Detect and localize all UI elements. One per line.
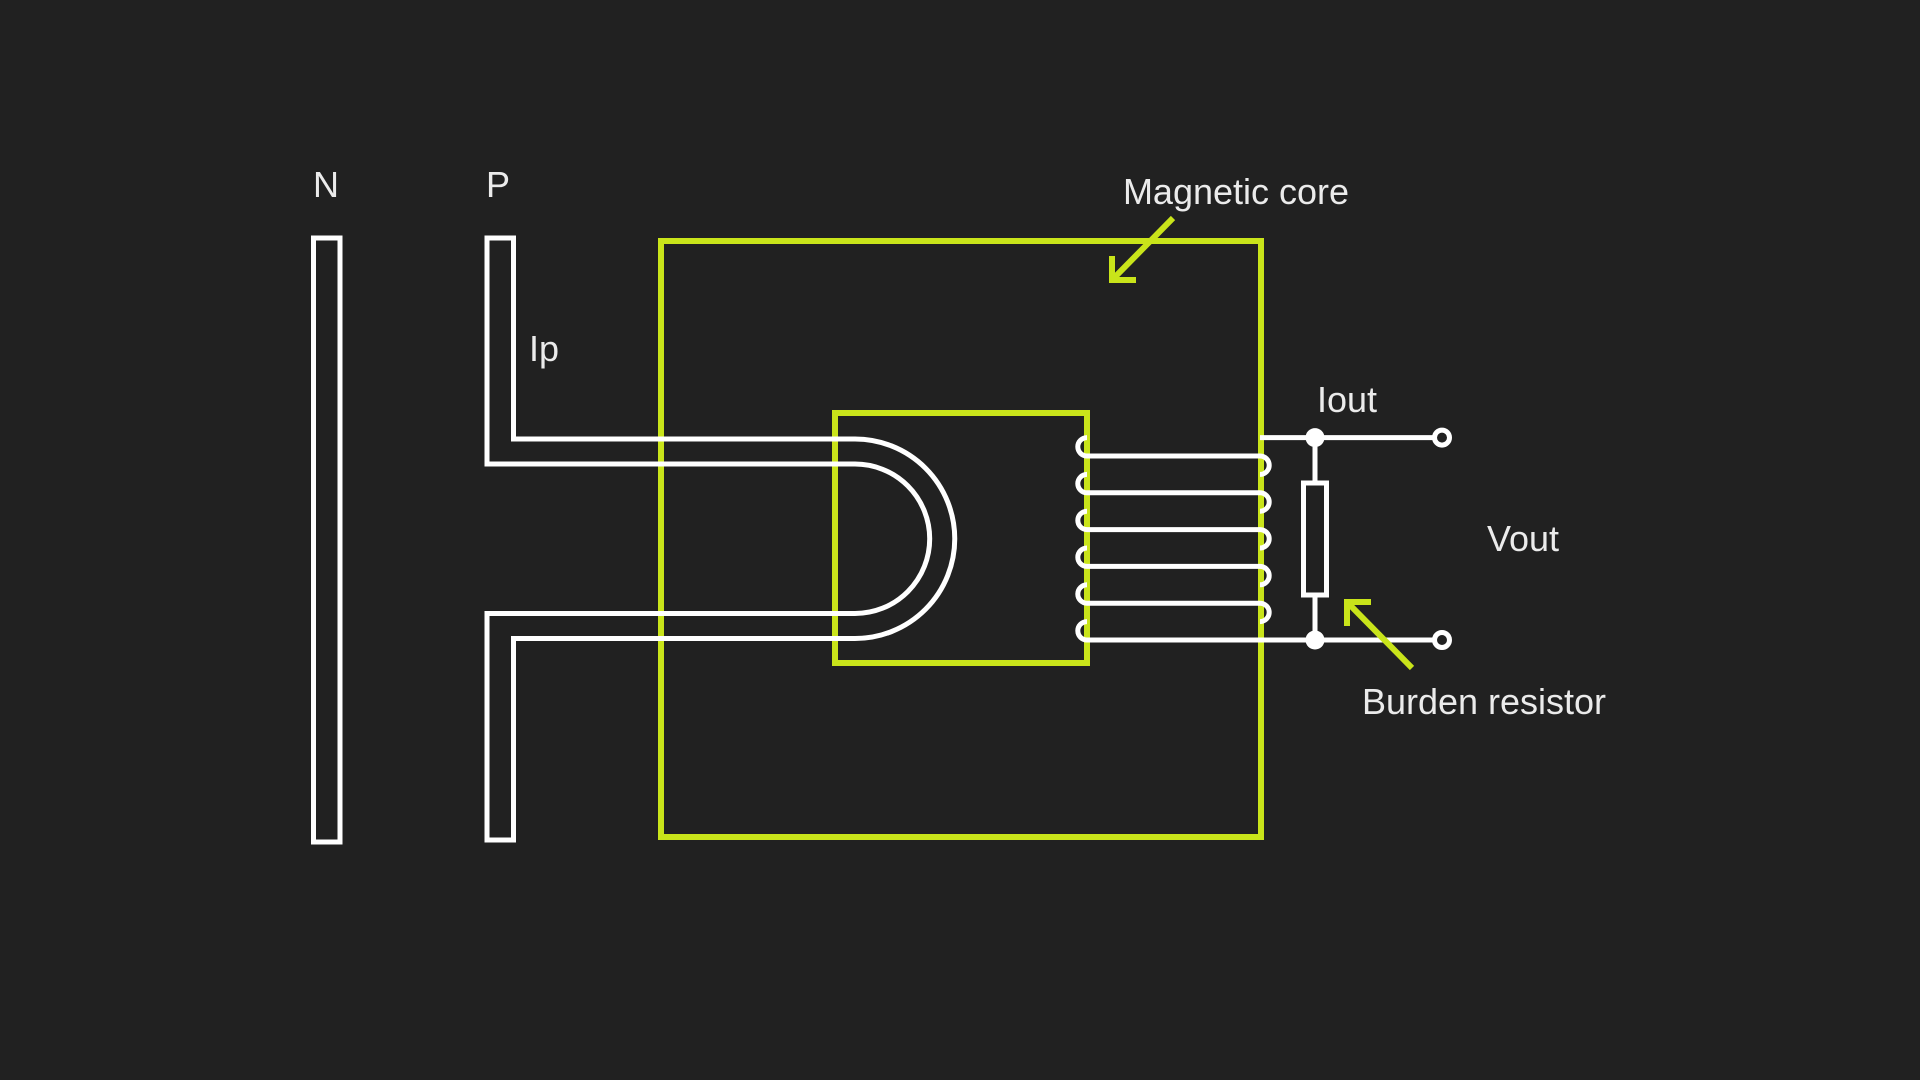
burden-resistor-arrow-shaft <box>1344 599 1415 671</box>
winding-left-arcs <box>1075 435 1088 643</box>
label-magnetic-core: Magnetic core <box>1123 171 1349 212</box>
burden-resistor-symbol <box>1301 437 1329 640</box>
magnetic-core-inner-outline <box>832 410 1090 666</box>
magnetic-core-arrow-icon <box>1109 215 1176 283</box>
label-vout: Vout <box>1487 518 1559 559</box>
junction-dot-top <box>1305 428 1325 448</box>
junction-dot-bottom <box>1305 630 1325 650</box>
primary-conductor <box>484 235 958 843</box>
magnetic-core-outline <box>658 238 1264 840</box>
burden-resistor-arrow-icon <box>1344 599 1415 671</box>
label-n: N <box>313 164 339 205</box>
label-iout: Iout <box>1317 379 1377 420</box>
terminal-bottom <box>1432 630 1452 650</box>
terminal-top <box>1432 427 1452 448</box>
secondary-winding <box>1075 435 1442 643</box>
resistor-body <box>1301 480 1329 598</box>
label-burden-resistor: Burden resistor <box>1362 681 1606 722</box>
burden-resistor-arrow-head <box>1344 599 1371 626</box>
magnetic-core-outer-outline <box>658 238 1264 840</box>
magnetic-core-arrow-head <box>1109 256 1136 283</box>
label-p: P <box>486 164 510 205</box>
label-ip: Ip <box>529 328 559 369</box>
neutral-conductor-bar <box>311 235 343 845</box>
winding-turn-lines <box>1087 453 1260 606</box>
magnetic-core-arrow-shaft <box>1109 215 1176 283</box>
winding-right-arcs <box>1259 453 1272 625</box>
